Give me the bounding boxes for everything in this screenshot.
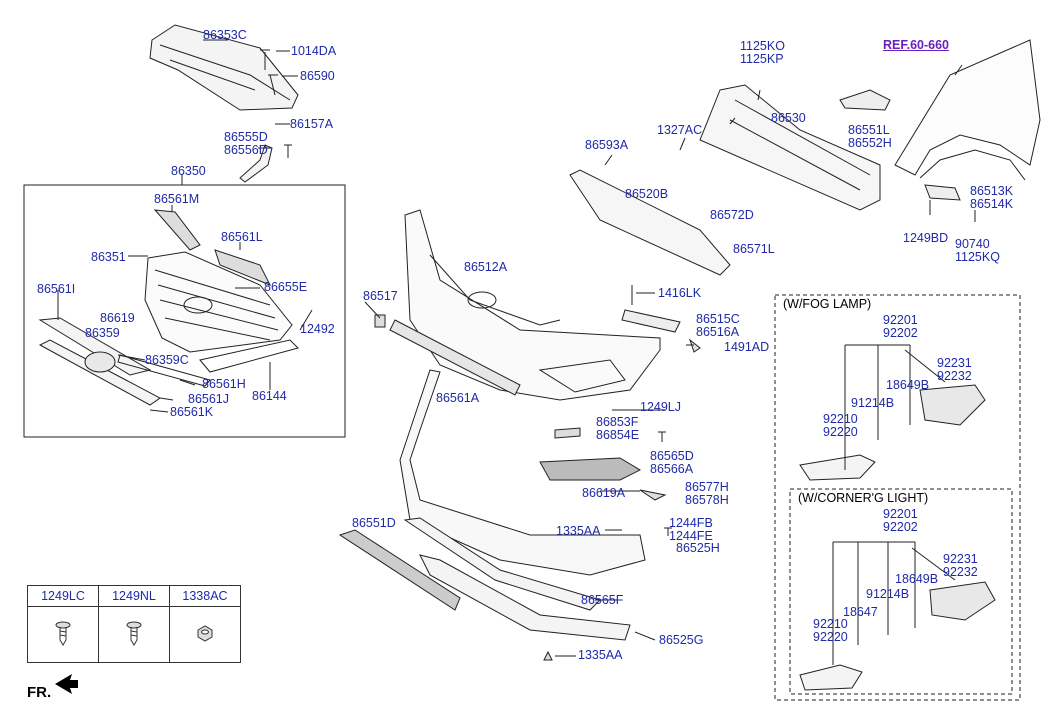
part-label: 1335AA [556, 524, 601, 538]
part-label: 86561M [154, 192, 200, 206]
fastener-cell [98, 606, 170, 663]
screw-icon [55, 621, 71, 646]
part-label: 1244FB 1244FE [669, 516, 713, 543]
part-label: 86350 [171, 164, 206, 178]
part-label: 86525H [676, 541, 720, 555]
part-label: 86561J [188, 392, 230, 406]
part-label: 86853F 86854E [596, 415, 640, 442]
part-label: 91214B [851, 396, 895, 410]
part-label: 86517 [363, 289, 398, 303]
front-arrow-icon [55, 674, 78, 694]
part-label: 86525G [659, 633, 704, 647]
part-label: 1014DA [291, 44, 337, 58]
part-label: 86565D 86566A [650, 449, 694, 476]
bumper-cover-shape [404, 209, 661, 401]
part-label: 91214B [866, 587, 910, 601]
fastener-cell [27, 606, 99, 663]
cornering-light-frame [789, 488, 1013, 695]
part-label: 86655E [264, 280, 308, 294]
part-label: 1335AA [578, 648, 623, 662]
part-label: 86561K [170, 405, 214, 419]
part-label: 86572D [710, 208, 754, 222]
part-label: 86551L 86552H [848, 123, 892, 150]
part-label: 1491AD [724, 340, 770, 354]
emblem-shape [84, 351, 116, 373]
front-marker: FR. [27, 684, 52, 701]
nut-icon [197, 625, 213, 642]
grille-group-frame [23, 184, 346, 438]
grille-cover-shape [149, 24, 299, 111]
fastener-header: 1249LC [27, 585, 99, 607]
bumper-beam-shape [699, 84, 881, 211]
part-label: 86565F [581, 593, 624, 607]
part-label: 86561I [37, 282, 76, 296]
part-label: 86351 [91, 250, 126, 264]
part-label: 92201 92202 [883, 313, 918, 340]
part-label: 86359C [145, 353, 189, 367]
part-label: 92231 92232 [937, 356, 972, 383]
part-label: 1125KO 1125KP [740, 39, 785, 66]
part-label: 86619A [582, 486, 626, 500]
part-label: 92201 92202 [883, 507, 918, 534]
part-label: 86561L [221, 230, 263, 244]
part-label: 86551D [352, 516, 396, 530]
part-label: 1416LK [658, 286, 702, 300]
part-label: 18649B [895, 572, 939, 586]
part-label: 86144 [252, 389, 287, 403]
part-label: 86593A [585, 138, 629, 152]
part-label: 86512A [464, 260, 508, 274]
fastener-table: 1249LC 1249NL 1338AC [27, 585, 241, 663]
part-label: 86571L [733, 242, 775, 256]
emblem-on-grille [183, 296, 213, 314]
part-label: 86359 [85, 326, 120, 340]
fender-shape [894, 39, 1041, 176]
part-label: 92210 92220 [813, 617, 848, 644]
fog-lamp-shape [799, 454, 876, 481]
part-label: 86577H 86578H [685, 480, 729, 507]
screw-icon [126, 621, 142, 646]
fastener-cell [169, 606, 241, 663]
fastener-header: 1338AC [169, 585, 241, 607]
part-label: 12492 [300, 322, 335, 336]
cornering-light-box-title: (W/CORNER'G LIGHT) [798, 491, 929, 505]
part-label: 86515C 86516A [696, 312, 740, 339]
part-label: 86555D 86556D [224, 130, 268, 157]
part-label: 1249LJ [640, 400, 682, 414]
part-label: 86513K 86514K [970, 184, 1014, 211]
cornering-lamp-shape [799, 664, 863, 691]
part-label: 1249BD [903, 231, 949, 245]
part-label: 86353C [203, 28, 247, 42]
part-label: 86157A [290, 117, 334, 131]
fog-lamp-frame [774, 294, 1021, 701]
part-label: 92231 92232 [943, 552, 978, 579]
part-label: 86520B [625, 187, 669, 201]
part-label: 90740 1125KQ [955, 237, 1000, 264]
part-label: 92210 92220 [823, 412, 858, 439]
part-label: 86561A [436, 391, 480, 405]
part-label: 86561H [202, 377, 246, 391]
part-label: 18647 [843, 605, 878, 619]
fog-lamp-box-title: (W/FOG LAMP) [783, 297, 872, 311]
part-label: 1327AC [657, 123, 703, 137]
fastener-header: 1249NL [98, 585, 170, 607]
reference-label: REF.60-660 [883, 38, 950, 52]
part-label: 86530 [771, 111, 806, 125]
part-label: 18649B [886, 378, 930, 392]
part-label: 86590 [300, 69, 335, 83]
part-label: 86619 [100, 311, 135, 325]
